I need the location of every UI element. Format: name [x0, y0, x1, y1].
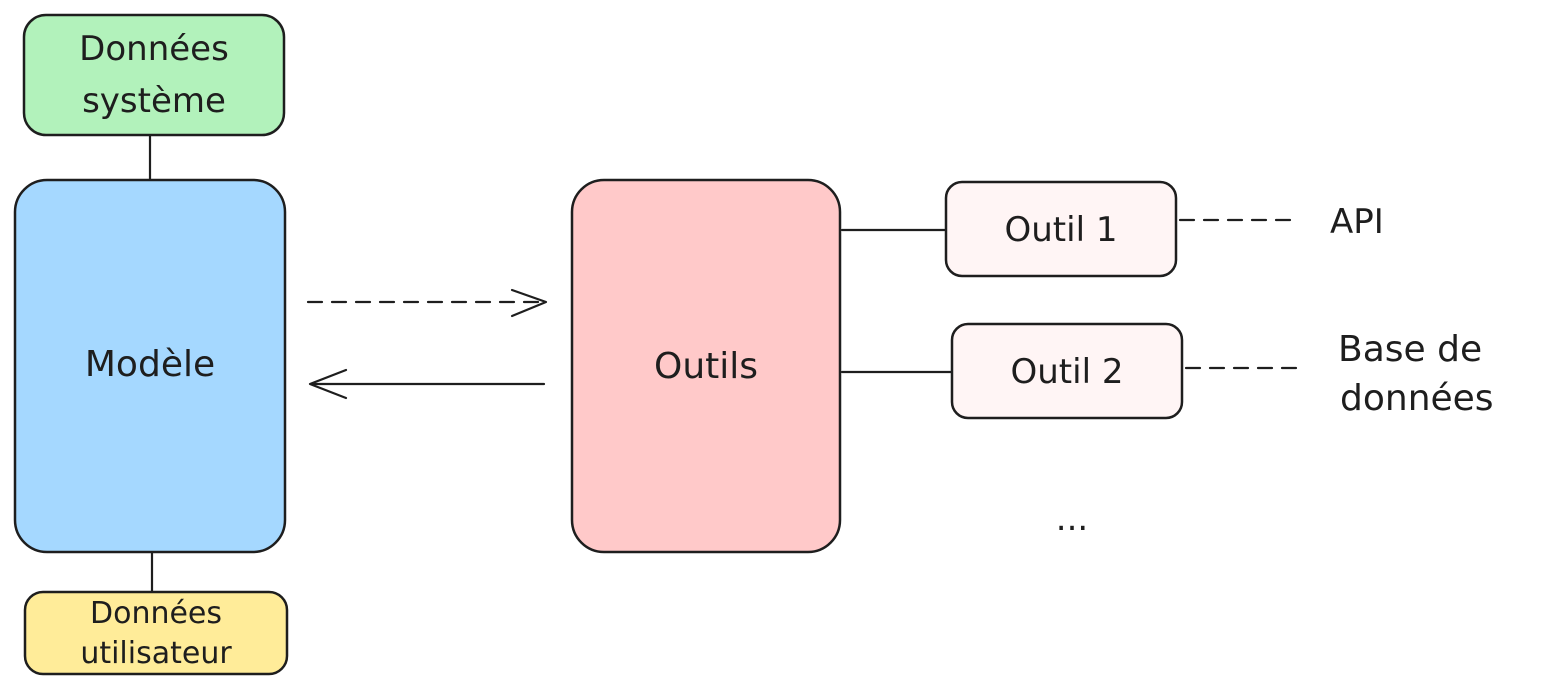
node-user-data[interactable]: Données utilisateur [23, 590, 289, 676]
tool1-label: Outil 1 [1005, 210, 1118, 250]
target-database-label-line2: données [1340, 378, 1494, 419]
tool2-label: Outil 2 [1011, 352, 1124, 392]
system-data-label-line1: Données [79, 29, 229, 69]
model-label: Modèle [85, 344, 215, 385]
more-tools-ellipsis: ... [1056, 499, 1088, 539]
user-data-label-line1: Données [90, 596, 222, 631]
user-data-label-line2: utilisateur [80, 636, 232, 671]
edge-tools-to-model-arrow [308, 368, 546, 400]
edge-model-to-tools-dashed-arrow [306, 288, 548, 318]
target-database-label-line1: Base de [1338, 329, 1482, 370]
node-tool1[interactable]: Outil 1 [944, 180, 1178, 278]
system-data-label-line2: système [82, 81, 226, 121]
target-api-label: API [1330, 202, 1384, 242]
tools-label: Outils [654, 346, 758, 387]
node-model[interactable]: Modèle [13, 178, 287, 554]
node-system-data[interactable]: Données système [22, 13, 286, 137]
node-tools[interactable]: Outils [570, 178, 842, 554]
node-tool2[interactable]: Outil 2 [950, 322, 1184, 420]
